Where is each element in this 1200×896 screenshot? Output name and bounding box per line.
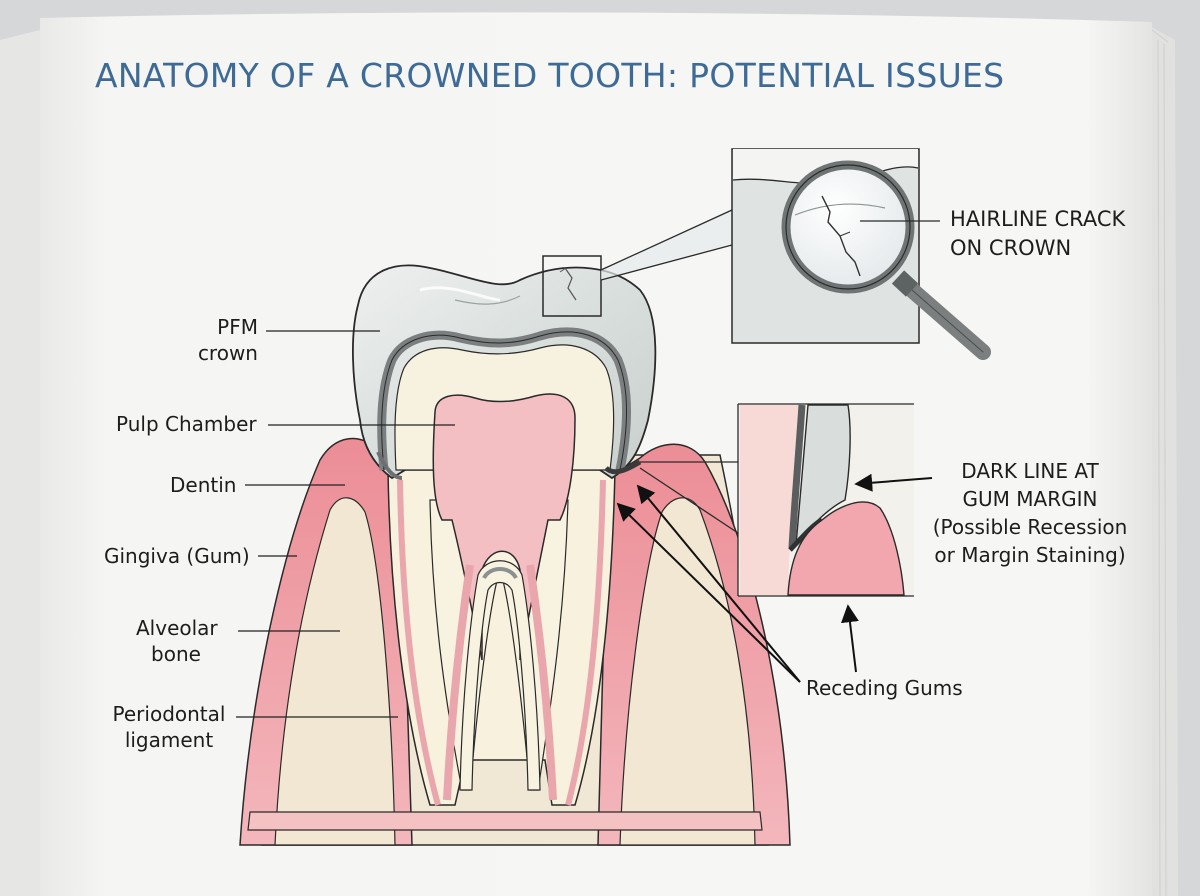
label-line: (Possible Recession [932, 515, 1128, 539]
label-dentin: Dentin [170, 473, 237, 497]
label-dark-line: DARK LINE AT GUM MARGIN (Possible Recess… [920, 457, 1140, 569]
label-line: HAIRLINE CRACK [950, 207, 1126, 231]
label-periodontal-ligament: Periodontal ligament [104, 701, 234, 753]
page-title: ANATOMY OF A CROWNED TOOTH: POTENTIAL IS… [95, 56, 1005, 95]
label-line: DARK LINE AT [961, 459, 1099, 483]
label-pulp-chamber: Pulp Chamber [116, 412, 257, 436]
label-line: Periodontal [112, 702, 226, 726]
label-receding-gums: Receding Gums [806, 676, 963, 700]
label-pfm-crown: PFM crown [176, 314, 258, 366]
gum-margin-zoom-panel [639, 403, 914, 597]
label-alveolar-bone: Alveolar bone [136, 615, 218, 667]
crack-zoom-panel [731, 148, 991, 360]
label-line: GUM MARGIN [962, 487, 1098, 511]
pulp-chamber-shape [432, 393, 576, 801]
label-line: ON CROWN [950, 236, 1072, 260]
annotation-arrows [616, 473, 933, 683]
label-line: Alveolar [136, 616, 218, 640]
label-line: or Margin Staining) [934, 543, 1126, 567]
label-line: PFM [217, 315, 258, 339]
label-line: crown [197, 341, 258, 365]
label-line: bone [151, 642, 201, 666]
crack-callout-lines [600, 209, 733, 281]
label-gingiva: Gingiva (Gum) [104, 544, 250, 568]
crack-inset-marker [542, 255, 602, 317]
leader-lines [236, 330, 455, 718]
label-hairline-crack: HAIRLINE CRACK ON CROWN [950, 205, 1125, 263]
gingiva-shape [239, 437, 791, 846]
label-line: ligament [124, 728, 214, 752]
